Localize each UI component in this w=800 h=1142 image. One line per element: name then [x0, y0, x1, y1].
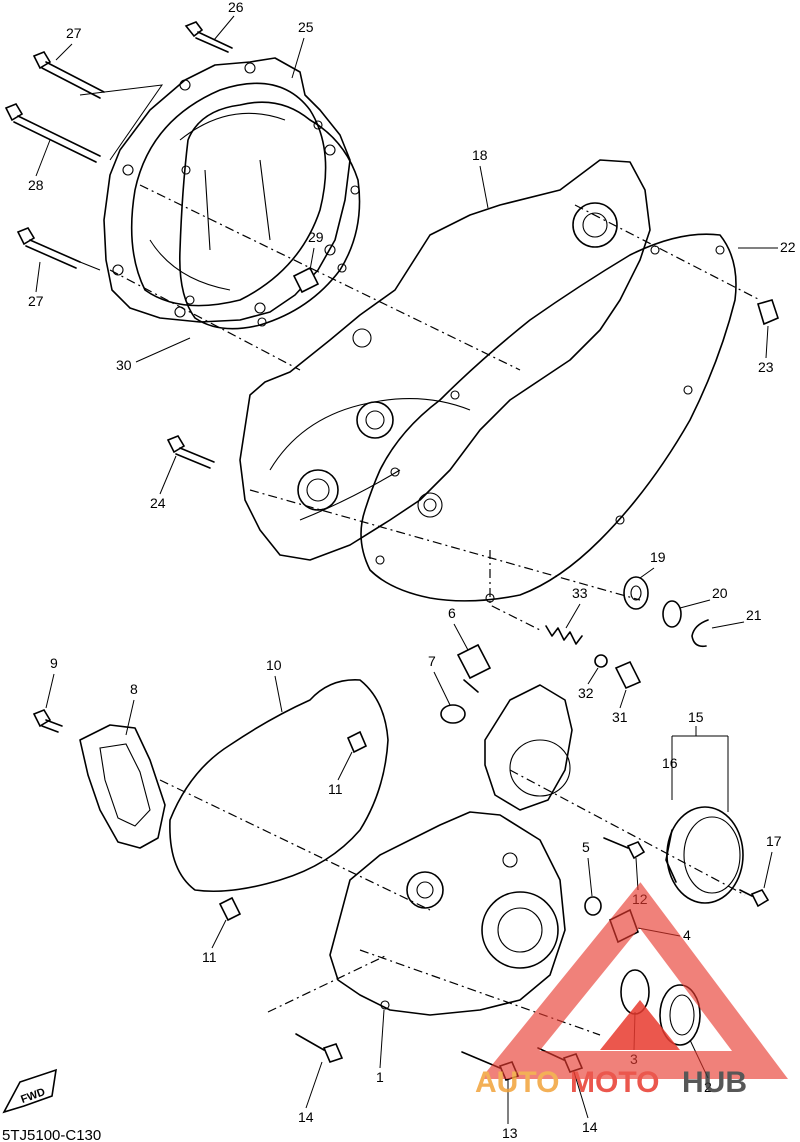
spring-33	[545, 625, 583, 645]
bolt-26	[184, 21, 233, 53]
bolt-9	[32, 709, 63, 733]
callout-6: 6	[448, 605, 456, 621]
callout-8: 8	[130, 681, 138, 697]
callout-2: 2	[704, 1079, 712, 1095]
clutch-cover-25	[103, 57, 351, 323]
callout-30: 30	[116, 357, 132, 373]
housing-upper	[484, 684, 573, 811]
callout-7: 7	[428, 653, 436, 669]
callout-11-upper: 11	[328, 781, 343, 797]
dowel-11-upper	[346, 730, 368, 754]
callout-1: 1	[376, 1069, 384, 1085]
bolt-27-lower	[16, 227, 81, 269]
washer-20	[662, 600, 682, 628]
callout-21: 21	[746, 607, 762, 623]
diagram-code: 5TJ5100-C130	[2, 1127, 101, 1142]
crankcase-gasket-22	[360, 233, 737, 603]
callout-16: 16	[662, 755, 678, 771]
callout-27-lower: 27	[28, 293, 44, 309]
bolt-14-left	[295, 1033, 344, 1063]
callout-27-upper: 27	[66, 25, 82, 41]
callout-24: 24	[150, 495, 166, 511]
callout-19: 19	[650, 549, 666, 565]
circlip-21	[691, 619, 709, 648]
callout-4: 4	[683, 927, 691, 943]
callout-22: 22	[780, 239, 796, 255]
bolt-24	[166, 435, 215, 469]
ball-32	[594, 654, 608, 668]
watermark-logo: AUTO MOTO HUB	[475, 882, 788, 1099]
crankcase-cover-1	[329, 811, 566, 1016]
dowel-29	[292, 266, 320, 294]
callout-18: 18	[472, 147, 488, 163]
callout-20: 20	[712, 585, 728, 601]
callout-31: 31	[612, 709, 628, 725]
callout-9: 9	[50, 655, 58, 671]
bolt-28	[4, 103, 101, 163]
bearing-19	[623, 576, 649, 610]
callout-10: 10	[266, 657, 282, 673]
watermark-part3: HUB	[682, 1066, 747, 1099]
callout-26: 26	[228, 0, 244, 15]
callout-13: 13	[502, 1125, 518, 1141]
callout-25: 25	[298, 19, 314, 35]
crankcase-cover-18	[239, 159, 651, 561]
dowel-23	[757, 299, 779, 326]
watermark-part2: MOTO	[570, 1066, 659, 1099]
callout-14-right: 14	[582, 1119, 598, 1135]
o-ring-5	[584, 896, 602, 916]
clutch-cover-gasket-30	[178, 101, 361, 330]
dowel-11-lower	[218, 896, 242, 922]
o-ring-7	[440, 704, 466, 724]
plunger-31	[614, 660, 642, 690]
gasket-8	[79, 724, 166, 849]
plug-6	[456, 643, 492, 693]
callout-5: 5	[582, 839, 590, 855]
plug-2	[659, 984, 701, 1046]
callout-labels: 1 2 3 4 5 6 7 8 9 10 11 11 12 13 14 14 1…	[28, 0, 796, 1141]
callout-23: 23	[758, 359, 774, 375]
bolt-12	[603, 837, 646, 860]
callout-28: 28	[28, 177, 44, 193]
gasket-10	[169, 679, 389, 892]
callout-11-lower: 11	[202, 949, 217, 965]
callout-32: 32	[578, 685, 594, 701]
cover-16	[665, 806, 744, 904]
callout-17: 17	[766, 833, 782, 849]
watermark-part1: AUTO	[475, 1066, 559, 1099]
center-lines	[74, 84, 761, 1036]
callout-15: 15	[688, 709, 704, 725]
callout-33: 33	[572, 585, 588, 601]
bolt-27-upper	[32, 51, 105, 99]
callout-29: 29	[308, 229, 324, 245]
fwd-arrow-icon: FWD	[2, 1068, 57, 1114]
callout-14-left: 14	[298, 1109, 314, 1125]
bolt-17	[739, 889, 770, 908]
